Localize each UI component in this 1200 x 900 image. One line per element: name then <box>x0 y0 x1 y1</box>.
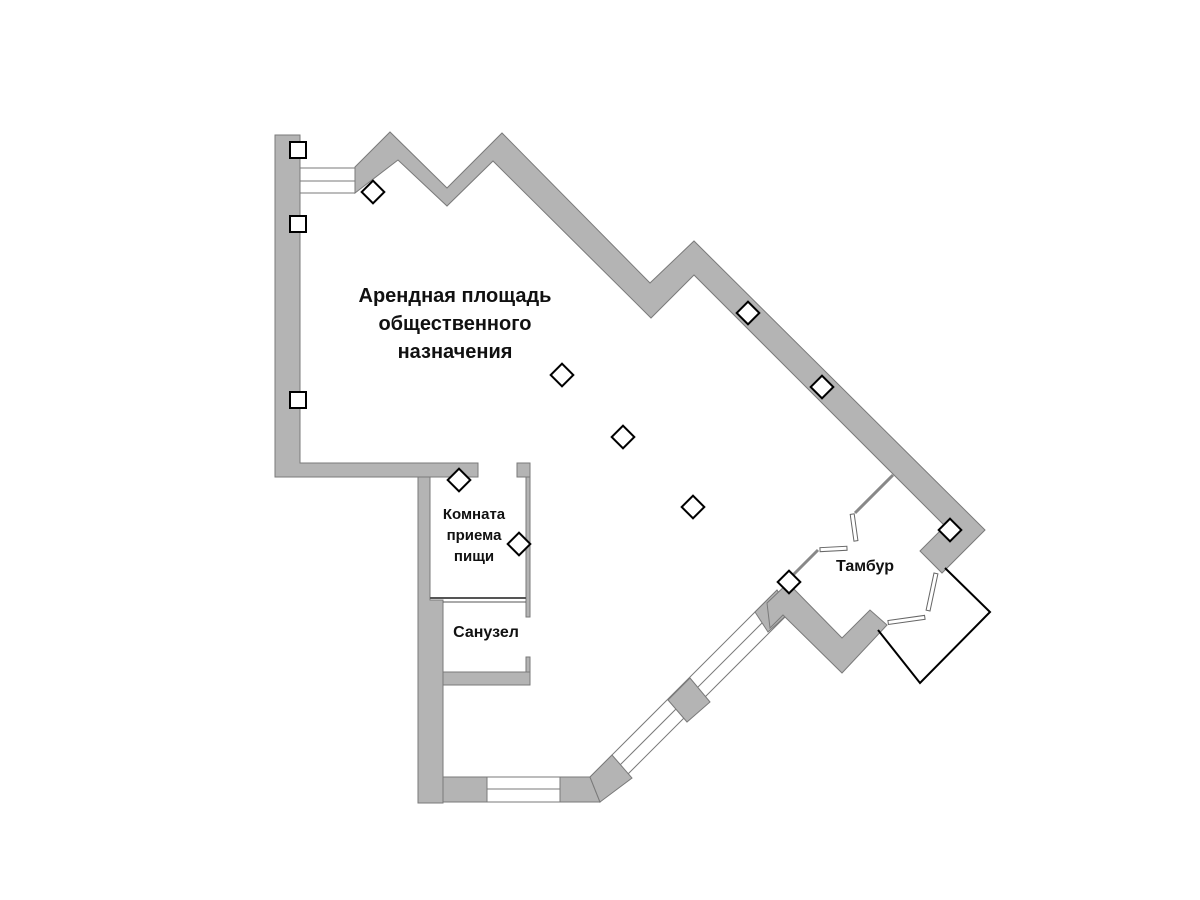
square-marker <box>289 391 307 409</box>
diamond-markers <box>360 179 963 595</box>
vestibule-doors <box>788 473 939 626</box>
window-bottom <box>486 776 561 803</box>
room-label-kitchen: Комната приема пищи <box>428 504 520 567</box>
wall-top-zigzag <box>354 131 986 574</box>
wall-partition-stub <box>516 462 531 478</box>
wall-vestibule-lower <box>766 582 888 674</box>
room-label-line: Комната <box>442 506 506 523</box>
room-label-line: назначения <box>397 341 513 363</box>
square-marker <box>289 215 307 233</box>
room-label-line: Арендная площадь <box>358 285 552 307</box>
room-label-main: Арендная площадь общественного назначени… <box>330 282 580 366</box>
wall-left <box>274 134 479 478</box>
square-marker <box>289 141 307 159</box>
room-label-line: пищи <box>453 548 495 565</box>
wall-kitchen-left <box>417 476 444 804</box>
window-top <box>299 167 356 194</box>
wall-bathroom-bottom <box>442 671 531 686</box>
porch-outline <box>877 567 992 685</box>
markers <box>289 141 963 595</box>
room-label-vestibule: Тамбур <box>835 558 895 575</box>
pier-1 <box>589 754 633 803</box>
room-label-line: общественного <box>378 313 532 335</box>
pier-2 <box>667 677 711 723</box>
room-label-line: приема <box>446 527 502 544</box>
room-label-bathroom: Санузел <box>453 624 519 641</box>
